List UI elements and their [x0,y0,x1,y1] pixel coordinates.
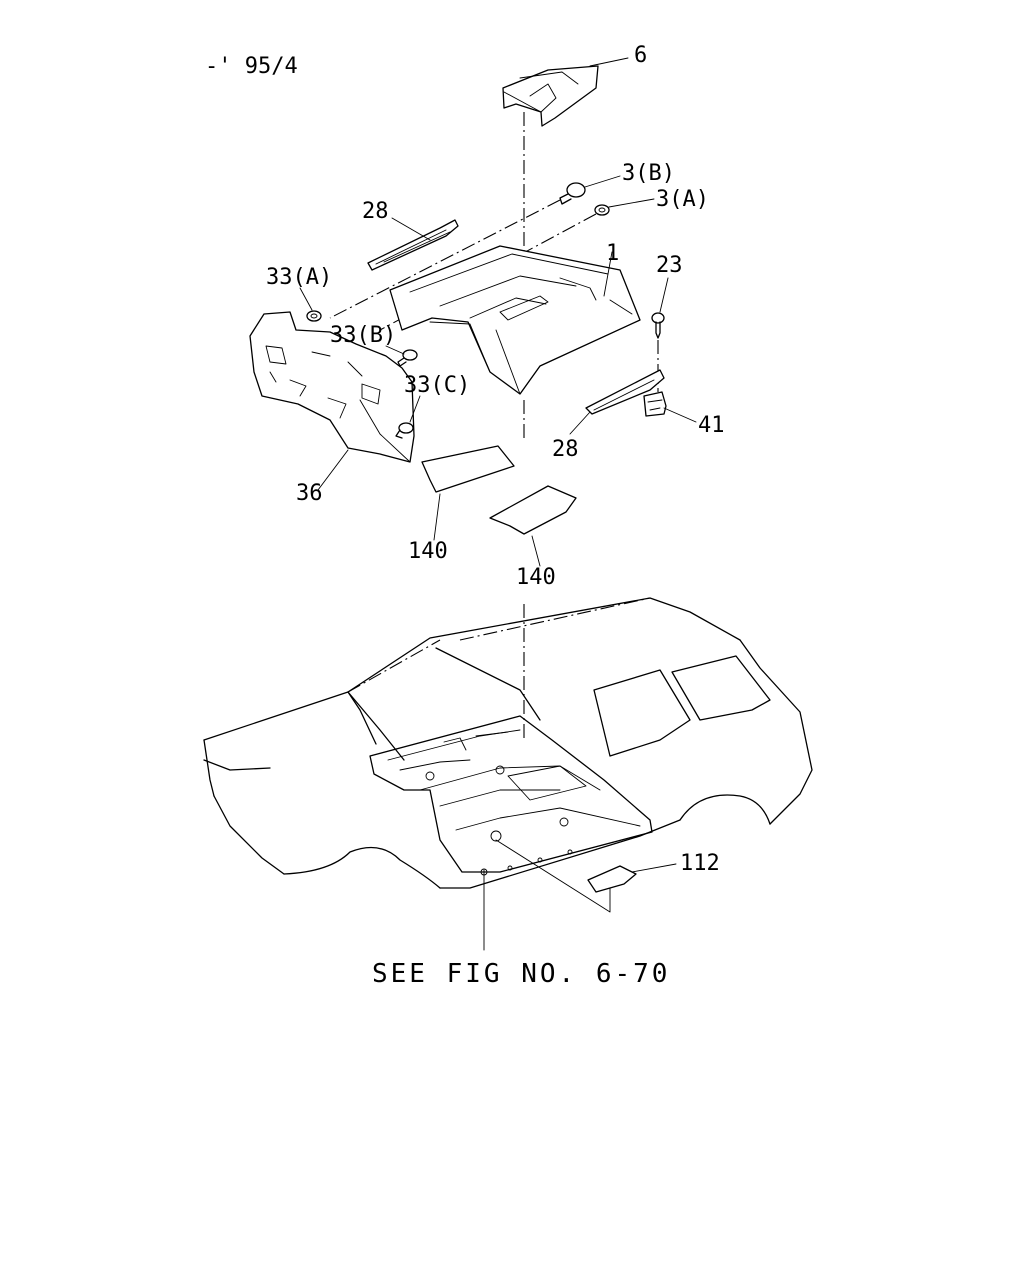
leader-28-top [391,217,431,241]
part-6-tunnel-plate[interactable] [502,65,599,127]
callout-6: 6 [634,43,647,68]
callout-41: 41 [698,413,725,438]
leader-112-to-floor [495,839,611,913]
leader-140-right [531,535,541,567]
diagram-code: -' 95/4 [205,54,298,79]
callout-140-left: 140 [408,539,448,564]
part-140-right-pad[interactable] [489,485,577,535]
leader-28-bottom [569,411,591,435]
part-112-plug[interactable] [587,865,637,893]
leader-3a [608,198,655,208]
callout-33b: 33(B) [330,323,396,348]
leader-112 [631,863,677,873]
part-3b-bolt[interactable] [559,182,586,205]
callout-33a: 33(A) [266,265,332,290]
part-33b-clip[interactable] [397,349,418,367]
callout-3a: 3(A) [656,187,709,212]
leader-36 [317,449,349,491]
part-23-screw[interactable] [651,312,665,339]
callout-33c: 33(C) [404,373,470,398]
leader-1 [603,251,613,297]
vehicle-body-outline [203,597,813,889]
callout-23: 23 [656,253,683,278]
callout-1: 1 [606,241,619,266]
part-28-bottom-sill-strip[interactable] [585,369,665,415]
reference-note: SEE FIG NO. 6-70 [372,959,670,989]
leader-6 [589,57,629,67]
part-28-top-sill-strip[interactable] [367,219,459,271]
callout-140-right: 140 [516,565,556,590]
fastener-axis-3b [329,199,561,319]
part-36-dash-insulator[interactable] [249,311,415,463]
vehicle-floor-panel [369,715,653,876]
part-3a-nut[interactable] [594,204,610,216]
leader-140-left [433,493,441,541]
part-33a-nut[interactable] [306,310,322,322]
leader-33b [385,345,405,355]
leader-33a [299,287,313,311]
leader-41 [663,407,697,423]
leader-23 [659,277,669,313]
callout-28-bottom: 28 [552,437,579,462]
callout-112: 112 [680,851,720,876]
part-140-left-pad[interactable] [421,445,515,493]
part-33c-clip[interactable] [395,422,414,439]
callout-3b: 3(B) [622,161,675,186]
callout-28-top: 28 [362,199,389,224]
leader-33c [409,395,421,423]
part-41-clip[interactable] [643,391,667,417]
leader-3b [584,175,621,188]
callout-36: 36 [296,481,323,506]
part-1-floor-panel[interactable] [389,245,641,395]
